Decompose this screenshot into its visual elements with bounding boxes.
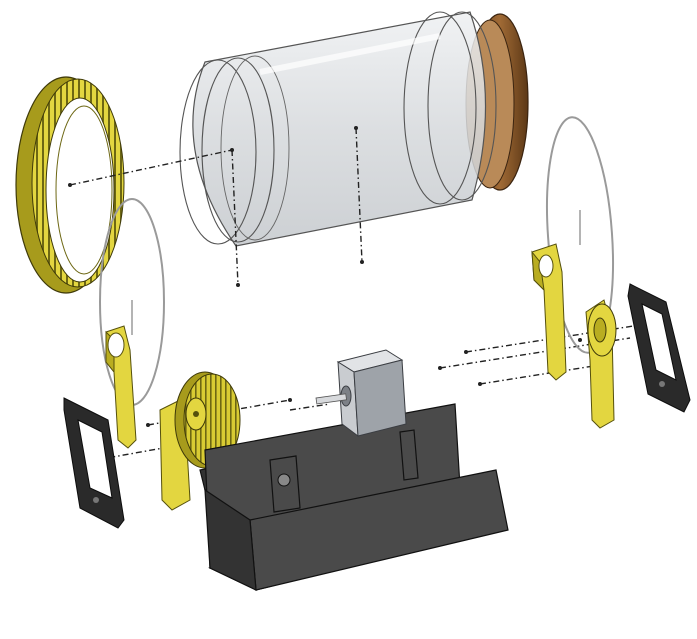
right-end-frame: [627, 283, 691, 413]
base-tray: [199, 403, 509, 591]
drive-gear: [159, 371, 241, 511]
left-end-frame: [63, 397, 125, 529]
jar-body: [192, 11, 487, 247]
axis-markers: [68, 126, 662, 502]
jar: [179, 11, 529, 247]
left-roller-bracket: [105, 325, 137, 449]
ring-gear: [15, 76, 125, 294]
stepper-motor: [315, 349, 407, 438]
right-roller-bracket-lower: [585, 299, 617, 429]
motor-shaft: [315, 393, 347, 405]
right-guide-ellipse: [546, 116, 614, 354]
right-roller-bracket-upper: [531, 243, 567, 381]
